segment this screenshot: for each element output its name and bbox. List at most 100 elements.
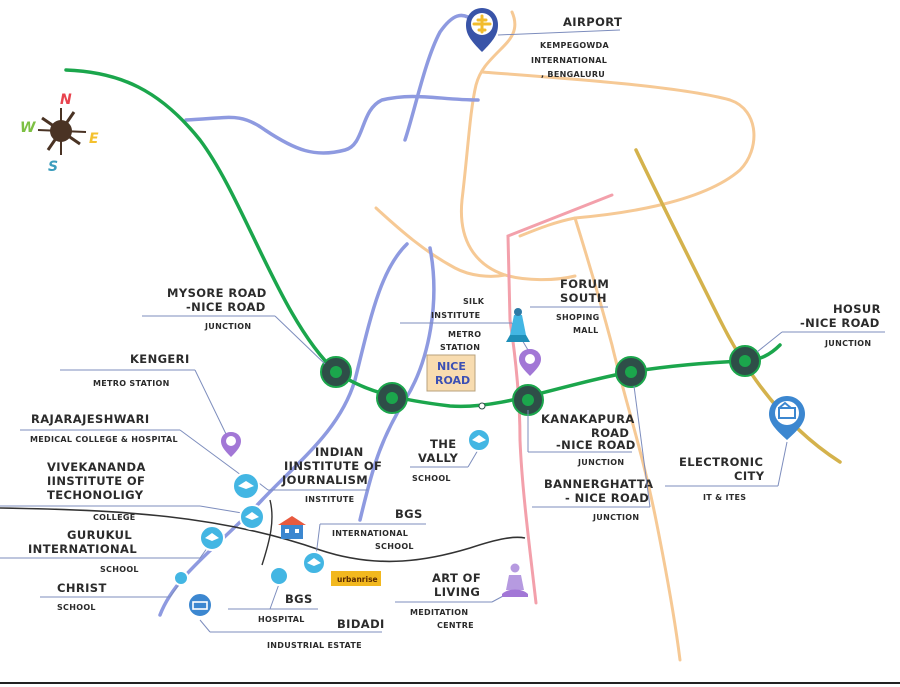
rajarajeshwari-title: RAJARAJESHWARI <box>31 412 150 426</box>
forum-sub2: MALL <box>573 326 599 335</box>
dark-road-spur <box>261 499 273 566</box>
aol-sub2: CENTRE <box>437 621 474 630</box>
nice-road-green <box>64 68 782 409</box>
hosur-title2: -NICE ROAD <box>800 316 880 330</box>
kanakapura-title2: ROAD <box>591 426 629 440</box>
bgs-hospital-title: BGS <box>285 592 313 606</box>
airport-sub2: INTERNATIONAL <box>531 56 607 65</box>
mysore-title1: MYSORE ROAD <box>167 286 267 300</box>
vally-sub: SCHOOL <box>412 474 451 483</box>
bannerghatta-sub: JUNCTION <box>592 513 639 522</box>
ecity-title1: ELECTRONIC <box>679 455 763 469</box>
orange-road-bannerghatta <box>573 216 682 662</box>
vally-title1: THE <box>430 437 457 451</box>
meditation-icon[interactable] <box>502 563 528 598</box>
hosur-road <box>634 148 842 464</box>
rajarajeshwari-sub: MEDICAL COLLEGE & HOSPITAL <box>30 435 178 444</box>
aol-title1: ART OF <box>432 571 481 585</box>
hosur-sub: JUNCTION <box>824 339 871 348</box>
iij-sub: INSTITUTE <box>305 495 354 504</box>
compass: N W E S <box>20 92 99 175</box>
christ-marker[interactable] <box>173 570 189 586</box>
vivekananda-title2: IINSTITUTE OF <box>47 474 145 488</box>
christ-title: CHRIST <box>57 581 107 595</box>
aol-sub1: MEDITATION <box>410 608 468 617</box>
shopping-icon[interactable] <box>506 308 530 342</box>
bgs-school-title: BGS <box>395 507 423 521</box>
hosur-title1: HOSUR <box>833 302 881 316</box>
silk-metro-pin[interactable] <box>519 349 541 376</box>
gurukul-title1: GURUKUL <box>67 528 132 542</box>
factory-icon <box>778 407 796 419</box>
silk-sub1: METRO <box>448 330 481 339</box>
kengeri-metro-pin[interactable] <box>221 432 241 457</box>
school-icon <box>245 512 259 520</box>
ecity-sub: IT & ITES <box>703 493 746 502</box>
airport-marker[interactable] <box>466 8 498 52</box>
kengeri-sub: METRO STATION <box>93 379 170 388</box>
junction-markers <box>320 345 761 416</box>
vally-title2: VALLY <box>418 451 458 465</box>
brand-tag: urbanrise <box>331 571 381 586</box>
gurukul-sub: SCHOOL <box>100 565 139 574</box>
school-icon <box>472 435 486 443</box>
airport-sub1: KEMPEGOWDA <box>540 41 609 50</box>
school-icons <box>205 481 321 566</box>
school-icon <box>238 481 254 489</box>
bgs-hospital-marker[interactable] <box>269 566 289 586</box>
compass-w: W <box>20 120 36 136</box>
factory-icon <box>192 601 208 610</box>
mysore-title2: -NICE ROAD <box>186 300 266 314</box>
christ-sub: SCHOOL <box>57 603 96 612</box>
silk-sub2: STATION <box>440 343 480 352</box>
forum-sub1: SHOPING <box>556 313 599 322</box>
bgs-school-sub2: SCHOOL <box>375 542 414 551</box>
nice-road-line1: NICE <box>437 360 466 373</box>
building-icon[interactable] <box>278 516 306 539</box>
nice-road-sign: NICE ROAD <box>426 354 476 392</box>
bannerghatta-title1: BANNERGHATTA <box>544 477 653 491</box>
bgs-hospital-sub: HOSPITAL <box>258 615 305 624</box>
iij-title2: IINSTITUTE OF <box>284 459 382 473</box>
kanakapura-sub: JUNCTION <box>577 458 624 467</box>
nice-road-dot <box>478 402 486 410</box>
electronic-city-pin[interactable] <box>769 396 805 440</box>
orange-road-ring <box>480 70 756 238</box>
vivekananda-sub: COLLEGE <box>93 513 135 522</box>
nice-road-line2: ROAD <box>435 374 470 387</box>
vivekananda-title3: TECHONOLIGY <box>47 488 144 502</box>
kanakapura-title1: KANAKAPURA <box>541 412 635 426</box>
airport-title: AIRPORT <box>563 15 622 29</box>
blue-road-north <box>184 94 480 155</box>
dark-road <box>0 507 526 563</box>
forum-title2: SOUTH <box>560 291 607 305</box>
iij-title1: INDIAN <box>315 445 364 459</box>
bidadi-sub: INDUSTRIAL ESTATE <box>267 641 362 650</box>
bidadi-marker[interactable] <box>187 592 213 618</box>
kanakapura-title3: -NICE ROAD <box>556 438 636 452</box>
iij-title3: JOURNALISM <box>281 473 368 487</box>
kengeri-title: KENGERI <box>130 352 190 366</box>
aol-title2: LIVING <box>434 585 480 599</box>
blue-road-airport-link <box>403 13 477 142</box>
vally-school-marker[interactable] <box>467 428 491 452</box>
forum-title1: FORUM <box>560 277 609 291</box>
silk-title2: INSTITUTE <box>431 311 480 320</box>
bannerghatta-title2: - NICE ROAD <box>565 491 649 505</box>
ecity-title2: CITY <box>734 469 765 483</box>
silk-title1: SILK <box>463 297 485 306</box>
bgs-school-sub1: INTERNATIONAL <box>332 529 408 538</box>
plane-icon <box>472 14 492 34</box>
gurukul-title2: INTERNATIONAL <box>28 542 137 556</box>
compass-s: S <box>48 159 58 175</box>
school-icon <box>205 533 219 541</box>
mysore-sub: JUNCTION <box>204 322 251 331</box>
compass-n: N <box>60 92 72 108</box>
compass-e: E <box>89 131 99 147</box>
orange-road-airport <box>459 10 577 282</box>
brand-text: urbanrise <box>337 575 378 584</box>
orange-highways <box>374 10 756 662</box>
blue-road-west-diagonal <box>158 242 409 617</box>
orange-road-west <box>374 206 507 278</box>
